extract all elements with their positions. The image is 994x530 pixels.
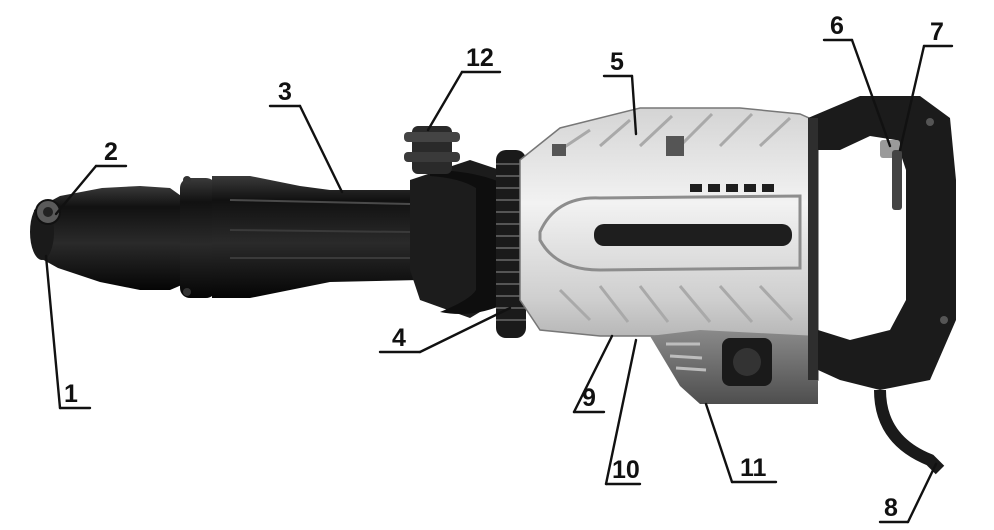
callout-3: 3 — [278, 78, 292, 106]
trigger-icon — [892, 150, 902, 210]
motor-housing — [519, 107, 819, 381]
callout-8: 8 — [884, 494, 898, 522]
callout-9: 9 — [582, 384, 596, 412]
callout-2: 2 — [104, 138, 118, 166]
callout-10: 10 — [612, 456, 640, 484]
rear-handle — [808, 96, 956, 475]
power-cord — [874, 389, 945, 475]
auxiliary-handle — [404, 126, 526, 338]
gear-housing — [650, 330, 818, 404]
callout-6: 6 — [830, 12, 844, 40]
callout-5: 5 — [610, 48, 624, 76]
barrel — [180, 176, 420, 298]
leader-lines — [44, 38, 954, 524]
callout-4: 4 — [392, 324, 406, 352]
callout-12: 12 — [466, 44, 494, 72]
callout-11: 11 — [740, 454, 767, 482]
callout-7: 7 — [930, 18, 944, 46]
ribbed-grip — [496, 150, 526, 338]
callout-labels: 1 2 3 4 5 6 7 8 9 10 11 12 — [64, 12, 944, 522]
vent-slot — [594, 224, 792, 246]
tool-holder — [30, 186, 184, 290]
callout-1: 1 — [64, 380, 78, 408]
